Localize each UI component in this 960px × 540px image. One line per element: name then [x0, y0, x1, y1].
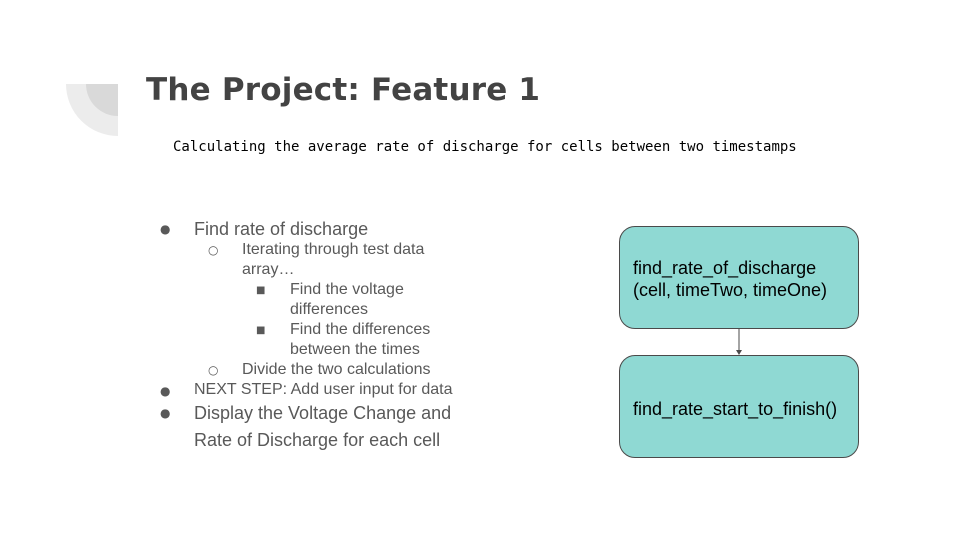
- bullet-item: Divide the two calculations: [242, 361, 431, 378]
- bullet-disc-marker: ●: [160, 384, 171, 398]
- bullet-item: Display the Voltage Change and: [194, 403, 452, 423]
- bullet-item-continuation: Rate of Discharge for each cell: [194, 430, 441, 450]
- bullet-circle-marker: ○: [208, 243, 219, 257]
- bullet-square-marker: ■: [256, 285, 266, 296]
- bullet-item-continuation: array…: [242, 261, 295, 278]
- corner-decoration: [66, 84, 118, 136]
- flowchart-box-label: find_rate_start_to_finish(): [633, 398, 837, 420]
- flowchart-box-line: find_rate_start_to_finish(): [633, 399, 838, 419]
- bullet-disc-marker: ●: [160, 406, 171, 420]
- flowchart-box-find-rate-start-to-finish: find_rate_start_to_finish(): [619, 355, 859, 458]
- bullet-circle-marker: ○: [208, 363, 219, 377]
- bullet-item-continuation: between the times: [290, 341, 420, 358]
- bullet-item-continuation: differences: [290, 301, 368, 318]
- bullet-square-marker: ■: [256, 325, 266, 336]
- bullet-item: Find the voltage: [290, 281, 404, 298]
- flowchart-box-find-rate-of-discharge: find_rate_of_discharge (cell, timeTwo, t…: [619, 226, 859, 329]
- bullet-disc-marker: ●: [160, 222, 171, 236]
- bullet-item: Find the differences: [290, 321, 431, 338]
- bullet-item: Iterating through test data: [242, 241, 425, 258]
- bullet-item: Find rate of discharge: [194, 219, 369, 239]
- flowchart-box-label: find_rate_of_discharge (cell, timeTwo, t…: [633, 257, 827, 301]
- flowchart-box-line: find_rate_of_discharge: [633, 258, 817, 278]
- flowchart-arrow: [736, 329, 742, 355]
- flowchart-box-line: (cell, timeTwo, timeOne): [633, 280, 828, 300]
- bullet-item: NEXT STEP: Add user input for data: [194, 381, 453, 398]
- slide-title: The Project: Feature 1: [146, 72, 541, 108]
- slide-subtitle: Calculating the average rate of discharg…: [173, 139, 797, 155]
